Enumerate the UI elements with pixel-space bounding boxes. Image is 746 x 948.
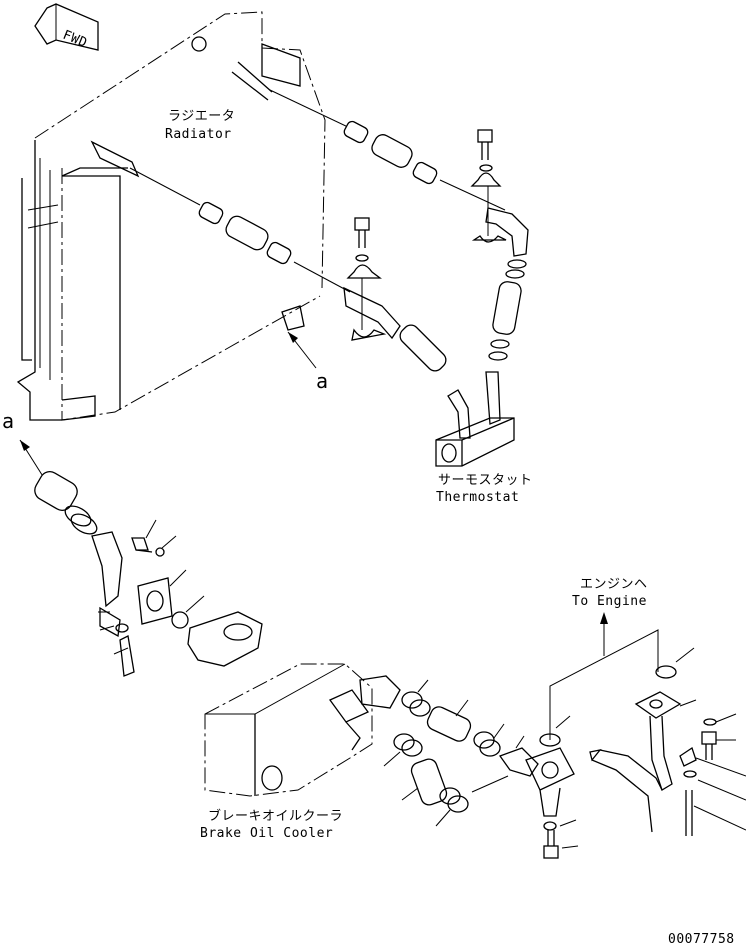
arrow-a-left-icon <box>20 440 30 451</box>
brake-cooler-label-en: Brake Oil Cooler <box>200 826 333 841</box>
thermostat-housing <box>435 417 515 467</box>
thermostat-label-jp: サーモスタット <box>438 473 533 488</box>
to-engine-flange-assembly <box>471 733 575 859</box>
lower-hose-assembly <box>129 167 447 372</box>
upper-hose-assembly <box>269 89 529 257</box>
to-engine-label-en: To Engine <box>572 594 647 609</box>
cooler-leader-lines <box>383 679 505 827</box>
left-bolt-group <box>131 537 189 629</box>
arrow-a-upper-icon <box>288 332 298 343</box>
ref-a-upper: a <box>316 369 328 393</box>
fwd-label: FWD <box>61 28 90 51</box>
cooler-hose-assembly <box>359 675 501 813</box>
bolt-clamp-upper <box>470 129 507 243</box>
radiator-label-jp: ラジエータ <box>168 109 235 124</box>
brake-oil-cooler <box>204 663 373 797</box>
thermostat-hoses <box>447 259 527 439</box>
to-engine-arrow-icon <box>549 612 659 740</box>
right-pipe-assembly <box>515 647 746 849</box>
brake-cooler-label-jp: ブレーキオイルクーラ <box>208 808 343 824</box>
fwd-arrow-icon <box>34 3 99 51</box>
bolt-clamp-lower <box>346 217 387 341</box>
ref-a-left: a <box>2 409 14 433</box>
to-engine-label-jp: エンジンヘ <box>580 577 648 592</box>
thermostat-label-en: Thermostat <box>436 490 519 505</box>
radiator <box>16 11 326 421</box>
radiator-label-en: Radiator <box>165 127 232 142</box>
drawing-number: 00077758 <box>668 932 735 947</box>
left-hose-assembly <box>34 471 135 677</box>
left-leader-lines <box>98 519 205 655</box>
left-flange-elbow <box>187 611 263 667</box>
